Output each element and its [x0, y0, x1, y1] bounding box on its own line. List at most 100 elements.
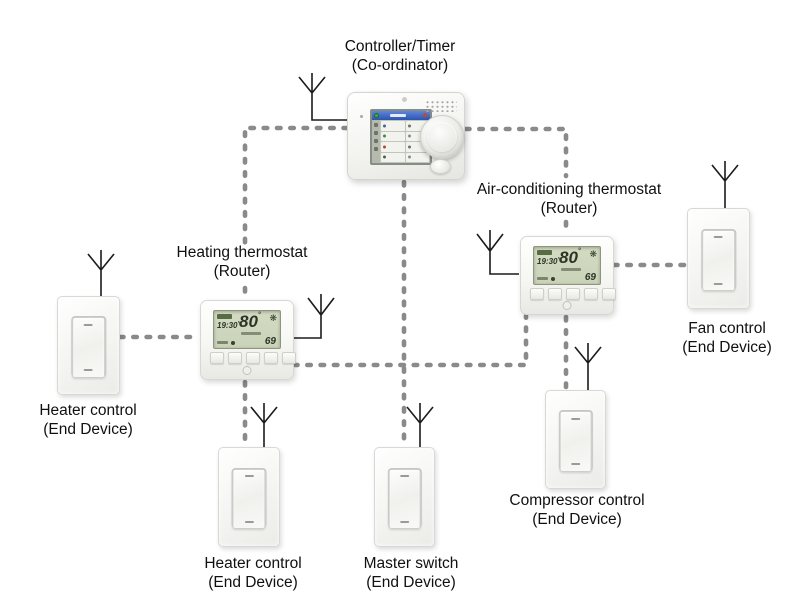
lcd-time-value: 19:30: [537, 257, 558, 266]
lcd-mode-dot: [551, 277, 555, 281]
tile-icon: [407, 134, 411, 138]
node-role: (End Device): [43, 421, 133, 438]
node-name: Heating thermostat: [176, 244, 308, 261]
toolbar-icon: [374, 139, 378, 143]
brand-logo-dot: [402, 97, 407, 102]
fan-icon: ❋: [269, 313, 277, 323]
compressor-control-switch-device: [545, 390, 606, 489]
node-name: Compressor control: [509, 492, 645, 509]
screen-tile: [381, 152, 405, 162]
node-role: (End Device): [208, 574, 298, 591]
fan-control-switch-device: [687, 208, 750, 309]
screen-menu-grid: [381, 121, 429, 162]
screen-tile: [405, 131, 429, 141]
node-role: (Router): [213, 263, 271, 280]
toolbar-icon: [374, 147, 378, 151]
label-compressor-control: Compressor control (End Device): [509, 491, 644, 529]
title-text-block: [390, 114, 406, 117]
thermostat-button: [282, 352, 296, 364]
label-heater-control-left: Heater control (End Device): [39, 401, 136, 439]
node-name: Fan control: [688, 320, 766, 337]
lcd-degree: °: [237, 321, 240, 327]
lcd-caption-bar: [561, 268, 581, 271]
node-role: (End Device): [682, 339, 772, 356]
link-controller-to-ac-thermostat: [463, 126, 569, 179]
lcd-time-value: 19:30: [217, 321, 238, 330]
lcd-caption-bar: [241, 332, 261, 335]
thermostat-button: [264, 352, 278, 364]
heating-thermostat-device: 19:30° 80° ❋ 69: [200, 300, 296, 380]
lcd-temp-value: 80: [559, 248, 578, 267]
switch-rocker: [559, 411, 592, 472]
brand-logo-dot: [562, 301, 572, 310]
heater-control-bottom-switch-device: [218, 447, 280, 547]
thermostat-button: [548, 288, 562, 300]
lcd-degree: °: [257, 312, 261, 319]
node-role: (End Device): [366, 574, 456, 591]
antenna-icon-ac-thermostat: [476, 230, 519, 275]
node-role: (Router): [540, 200, 598, 217]
tile-icon: [383, 155, 386, 159]
thermostat-buttons: [210, 352, 296, 364]
node-name: Heater control: [204, 555, 302, 572]
screen-tile: [405, 121, 429, 131]
label-controller: Controller/Timer (Co-ordinator): [345, 37, 456, 75]
link-controller-to-heating-thermostat: [242, 125, 350, 246]
thermostat-button: [246, 352, 260, 364]
lcd-set-at-bar: [217, 341, 228, 344]
lcd-set-at-bar: [537, 277, 548, 280]
thermostat-lcd: 19:30° 80° ❋ 69: [213, 310, 281, 349]
tile-icon: [407, 145, 411, 149]
screen-tile: [405, 142, 429, 152]
speaker-grille: [424, 99, 457, 112]
antenna-icon-heater-bottom: [250, 403, 278, 447]
toolbar-icon: [374, 131, 378, 135]
thermostat-button: [228, 352, 242, 364]
toolbar-icon: [374, 123, 378, 127]
thermostat-button: [566, 288, 580, 300]
controller-select-button: [430, 159, 451, 174]
screen-tile: [381, 142, 405, 152]
label-heater-control-bottom: Heater control (End Device): [204, 554, 301, 592]
heater-control-left-switch-device: [57, 296, 120, 395]
lcd-day-banner: [217, 314, 232, 319]
lcd-temp-value: 80: [239, 312, 258, 331]
ac-thermostat-device: 19:30° 80° ❋ 69: [520, 236, 616, 315]
red-status-icon: [423, 113, 427, 117]
lcd-day-banner: [537, 250, 552, 255]
controller-dial: [420, 115, 464, 159]
antenna-icon-compressor: [574, 343, 602, 390]
antenna-icon-master-switch: [406, 403, 434, 447]
node-role: (End Device): [532, 511, 622, 528]
label-fan-control: Fan control (End Device): [682, 319, 772, 357]
tile-icon: [383, 124, 386, 128]
label-heating-thermostat: Heating thermostat (Router): [177, 243, 308, 281]
lcd-degree: °: [557, 257, 560, 263]
controller-timer-device: [347, 92, 465, 180]
screen-title-bar: [372, 111, 430, 120]
node-name: Controller/Timer: [344, 38, 456, 55]
thermostat-button: [530, 288, 544, 300]
thermostat-lcd: 19:30° 80° ❋ 69: [533, 246, 601, 285]
master-switch-device: [374, 447, 435, 547]
lcd-temperature: 80°: [239, 312, 261, 332]
fan-icon: ❋: [589, 249, 597, 259]
lcd-setpoint: 69: [584, 272, 596, 283]
link-heating-thermostat-to-ac-thermostat: [291, 313, 529, 368]
screen-tile: [381, 131, 405, 141]
green-status-icon: [374, 113, 379, 118]
lcd-time: 19:30°: [217, 321, 239, 330]
lcd-degree: °: [577, 248, 581, 255]
label-ac-thermostat: Air-conditioning thermostat (Router): [477, 180, 661, 218]
tile-icon: [383, 134, 386, 138]
switch-rocker: [232, 468, 266, 530]
switch-rocker: [71, 317, 106, 378]
switch-rocker: [701, 229, 736, 292]
screen-side-toolbar: [372, 120, 380, 163]
lcd-mode-dot: [231, 341, 235, 345]
antenna-icon-fan: [711, 161, 739, 208]
switch-rocker: [388, 468, 421, 530]
label-master-switch: Master switch (End Device): [364, 554, 459, 592]
node-name: Heater control: [39, 402, 137, 419]
antenna-icon-heating-thermostat: [293, 294, 335, 339]
